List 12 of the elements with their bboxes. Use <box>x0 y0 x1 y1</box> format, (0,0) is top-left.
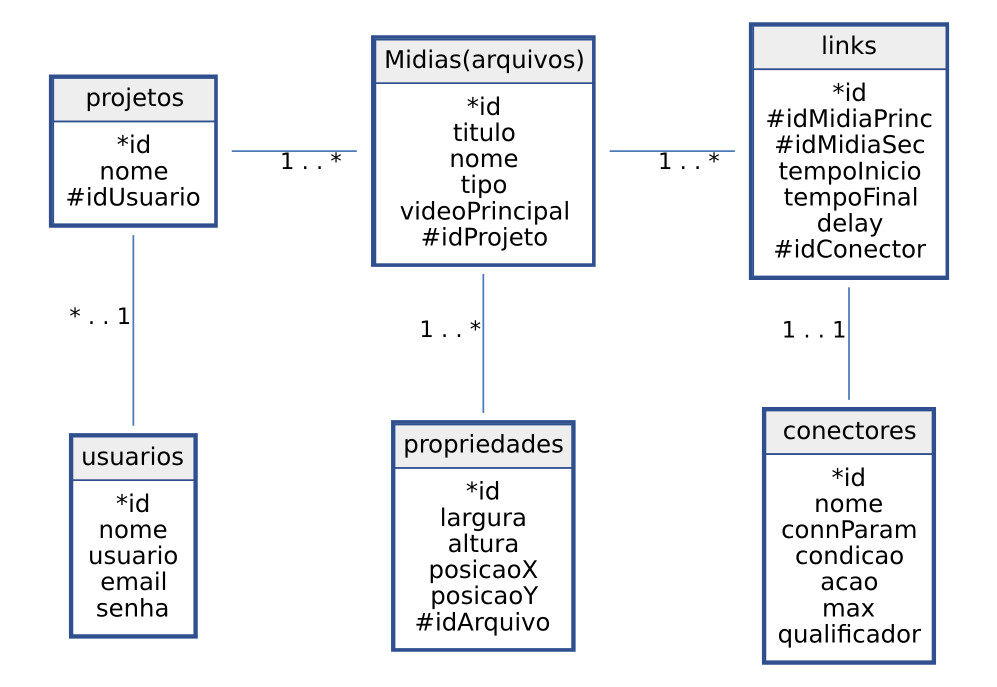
edge-label: 1 . . * <box>418 317 481 344</box>
edge-label: * . . 1 <box>68 304 131 330</box>
edge-label: 1 . . * <box>280 149 342 176</box>
connector <box>231 150 356 152</box>
edge-label: 1 . . * <box>657 149 720 176</box>
node-box: usuarios *id nome usuario email senha <box>68 433 198 639</box>
edge-label: 1 . . 1 <box>781 317 846 344</box>
connector <box>848 287 850 400</box>
connector <box>609 150 734 152</box>
connector <box>132 235 134 426</box>
node-box: conectores *id nome connParam condicao acao max qualificador <box>761 407 936 665</box>
connector <box>482 274 484 413</box>
